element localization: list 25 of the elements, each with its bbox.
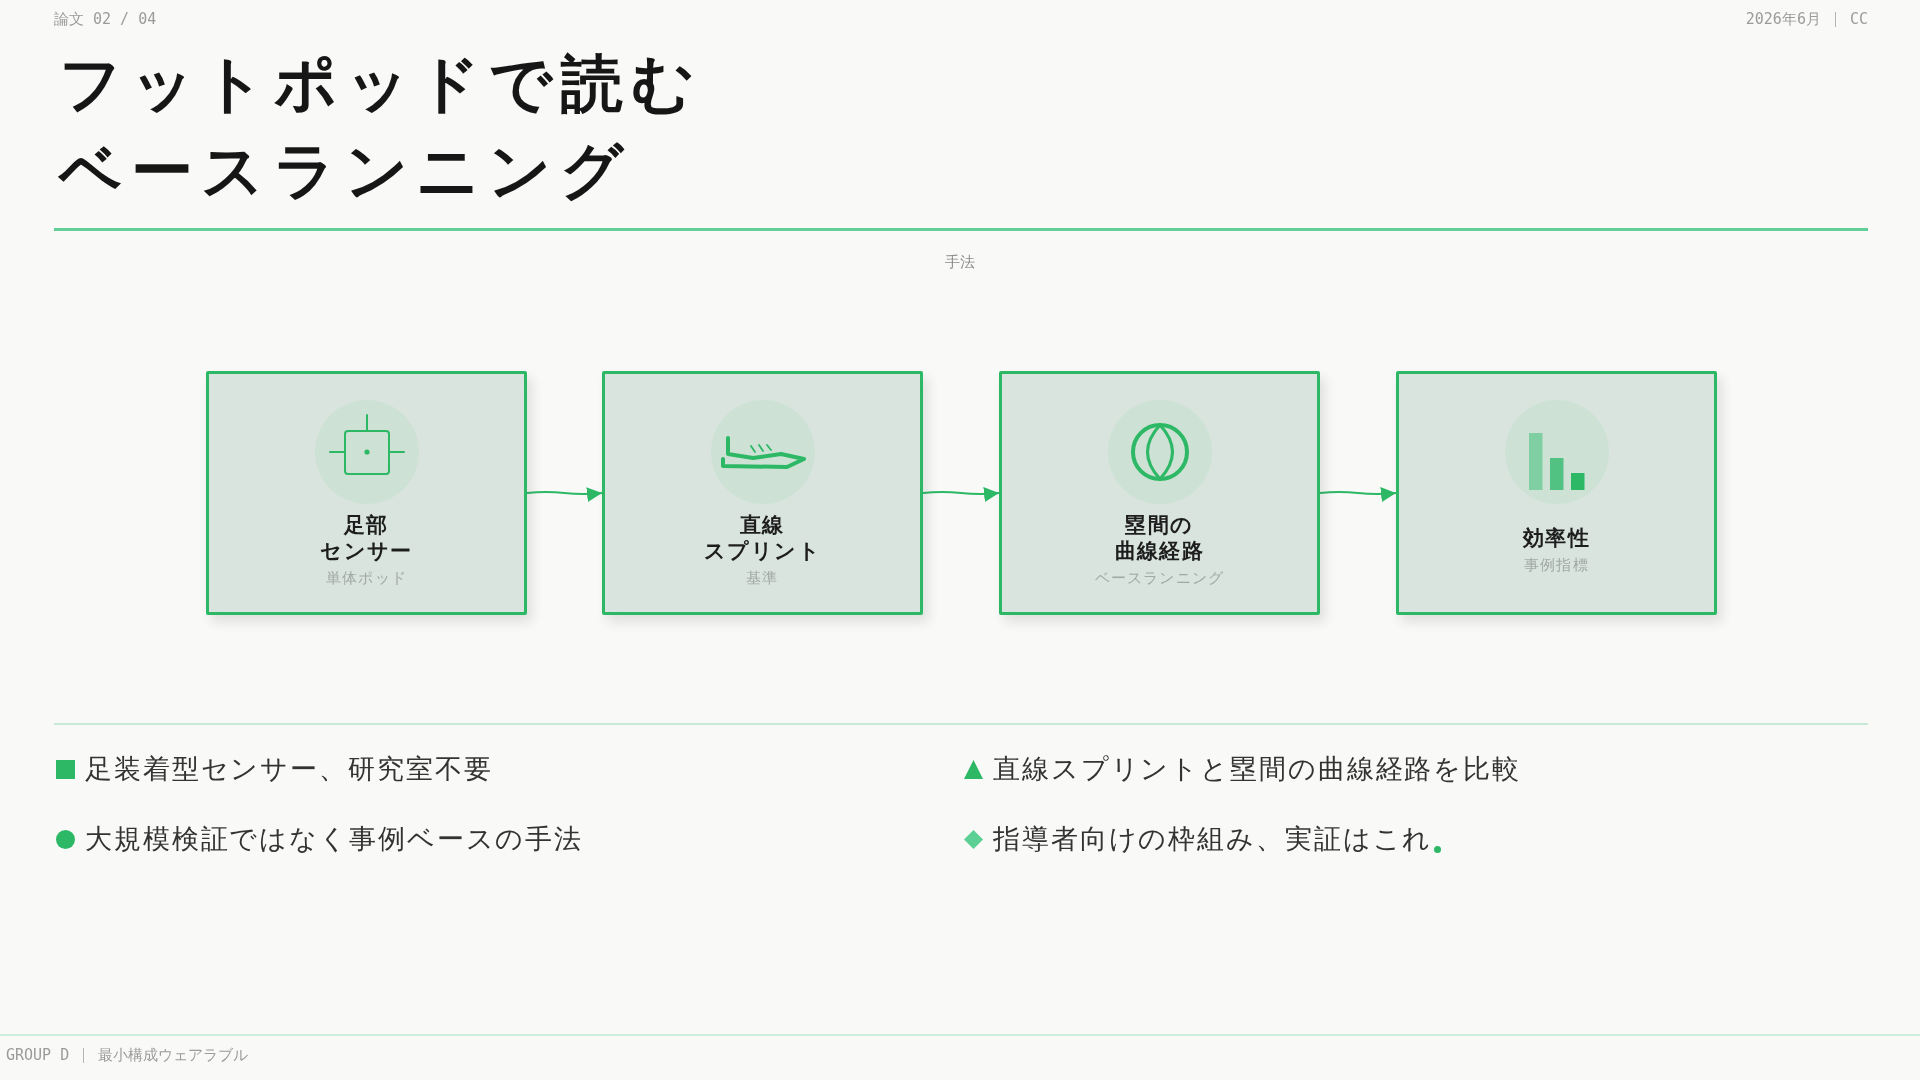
license-label: CC bbox=[1849, 9, 1868, 29]
date-label: 2026年6月 bbox=[1745, 9, 1821, 29]
footer-title: 最小構成ウェアラブル bbox=[98, 1045, 249, 1065]
node-subtitle: 事例指標 bbox=[1524, 555, 1589, 575]
node-title: 足部センサー bbox=[320, 512, 413, 564]
node-title: 効率性 bbox=[1522, 525, 1591, 551]
bullet-text: 直線スプリントと塁間の曲線経路を比較 bbox=[993, 752, 1522, 786]
node-subtitle: 基準 bbox=[746, 568, 779, 588]
bullet-text: 指導者向けの枠組み、実証はこれ bbox=[993, 822, 1433, 856]
node-subtitle: 単体ポッド bbox=[326, 568, 407, 588]
group-label: GROUP D bbox=[6, 1045, 70, 1065]
bullet-text: 足装着型センサー、研究室不要 bbox=[85, 752, 493, 786]
node-title: 塁間の曲線経路 bbox=[1114, 512, 1205, 564]
process-box bbox=[1396, 371, 1717, 615]
title: フットポッドで読むベースランニング bbox=[59, 46, 705, 209]
arrow bbox=[1319, 487, 1397, 502]
process-box bbox=[999, 371, 1320, 615]
node-title: 直線スプリント bbox=[703, 512, 822, 564]
arrow bbox=[526, 487, 603, 502]
process-box bbox=[206, 371, 527, 615]
page-counter: 論文 02 / 04 bbox=[54, 9, 157, 29]
section-label: 手法 bbox=[945, 252, 975, 272]
arrow bbox=[922, 487, 1000, 502]
process-box bbox=[602, 371, 923, 615]
bullet-text: 大規模検証ではなく事例ベースの手法 bbox=[85, 822, 584, 856]
